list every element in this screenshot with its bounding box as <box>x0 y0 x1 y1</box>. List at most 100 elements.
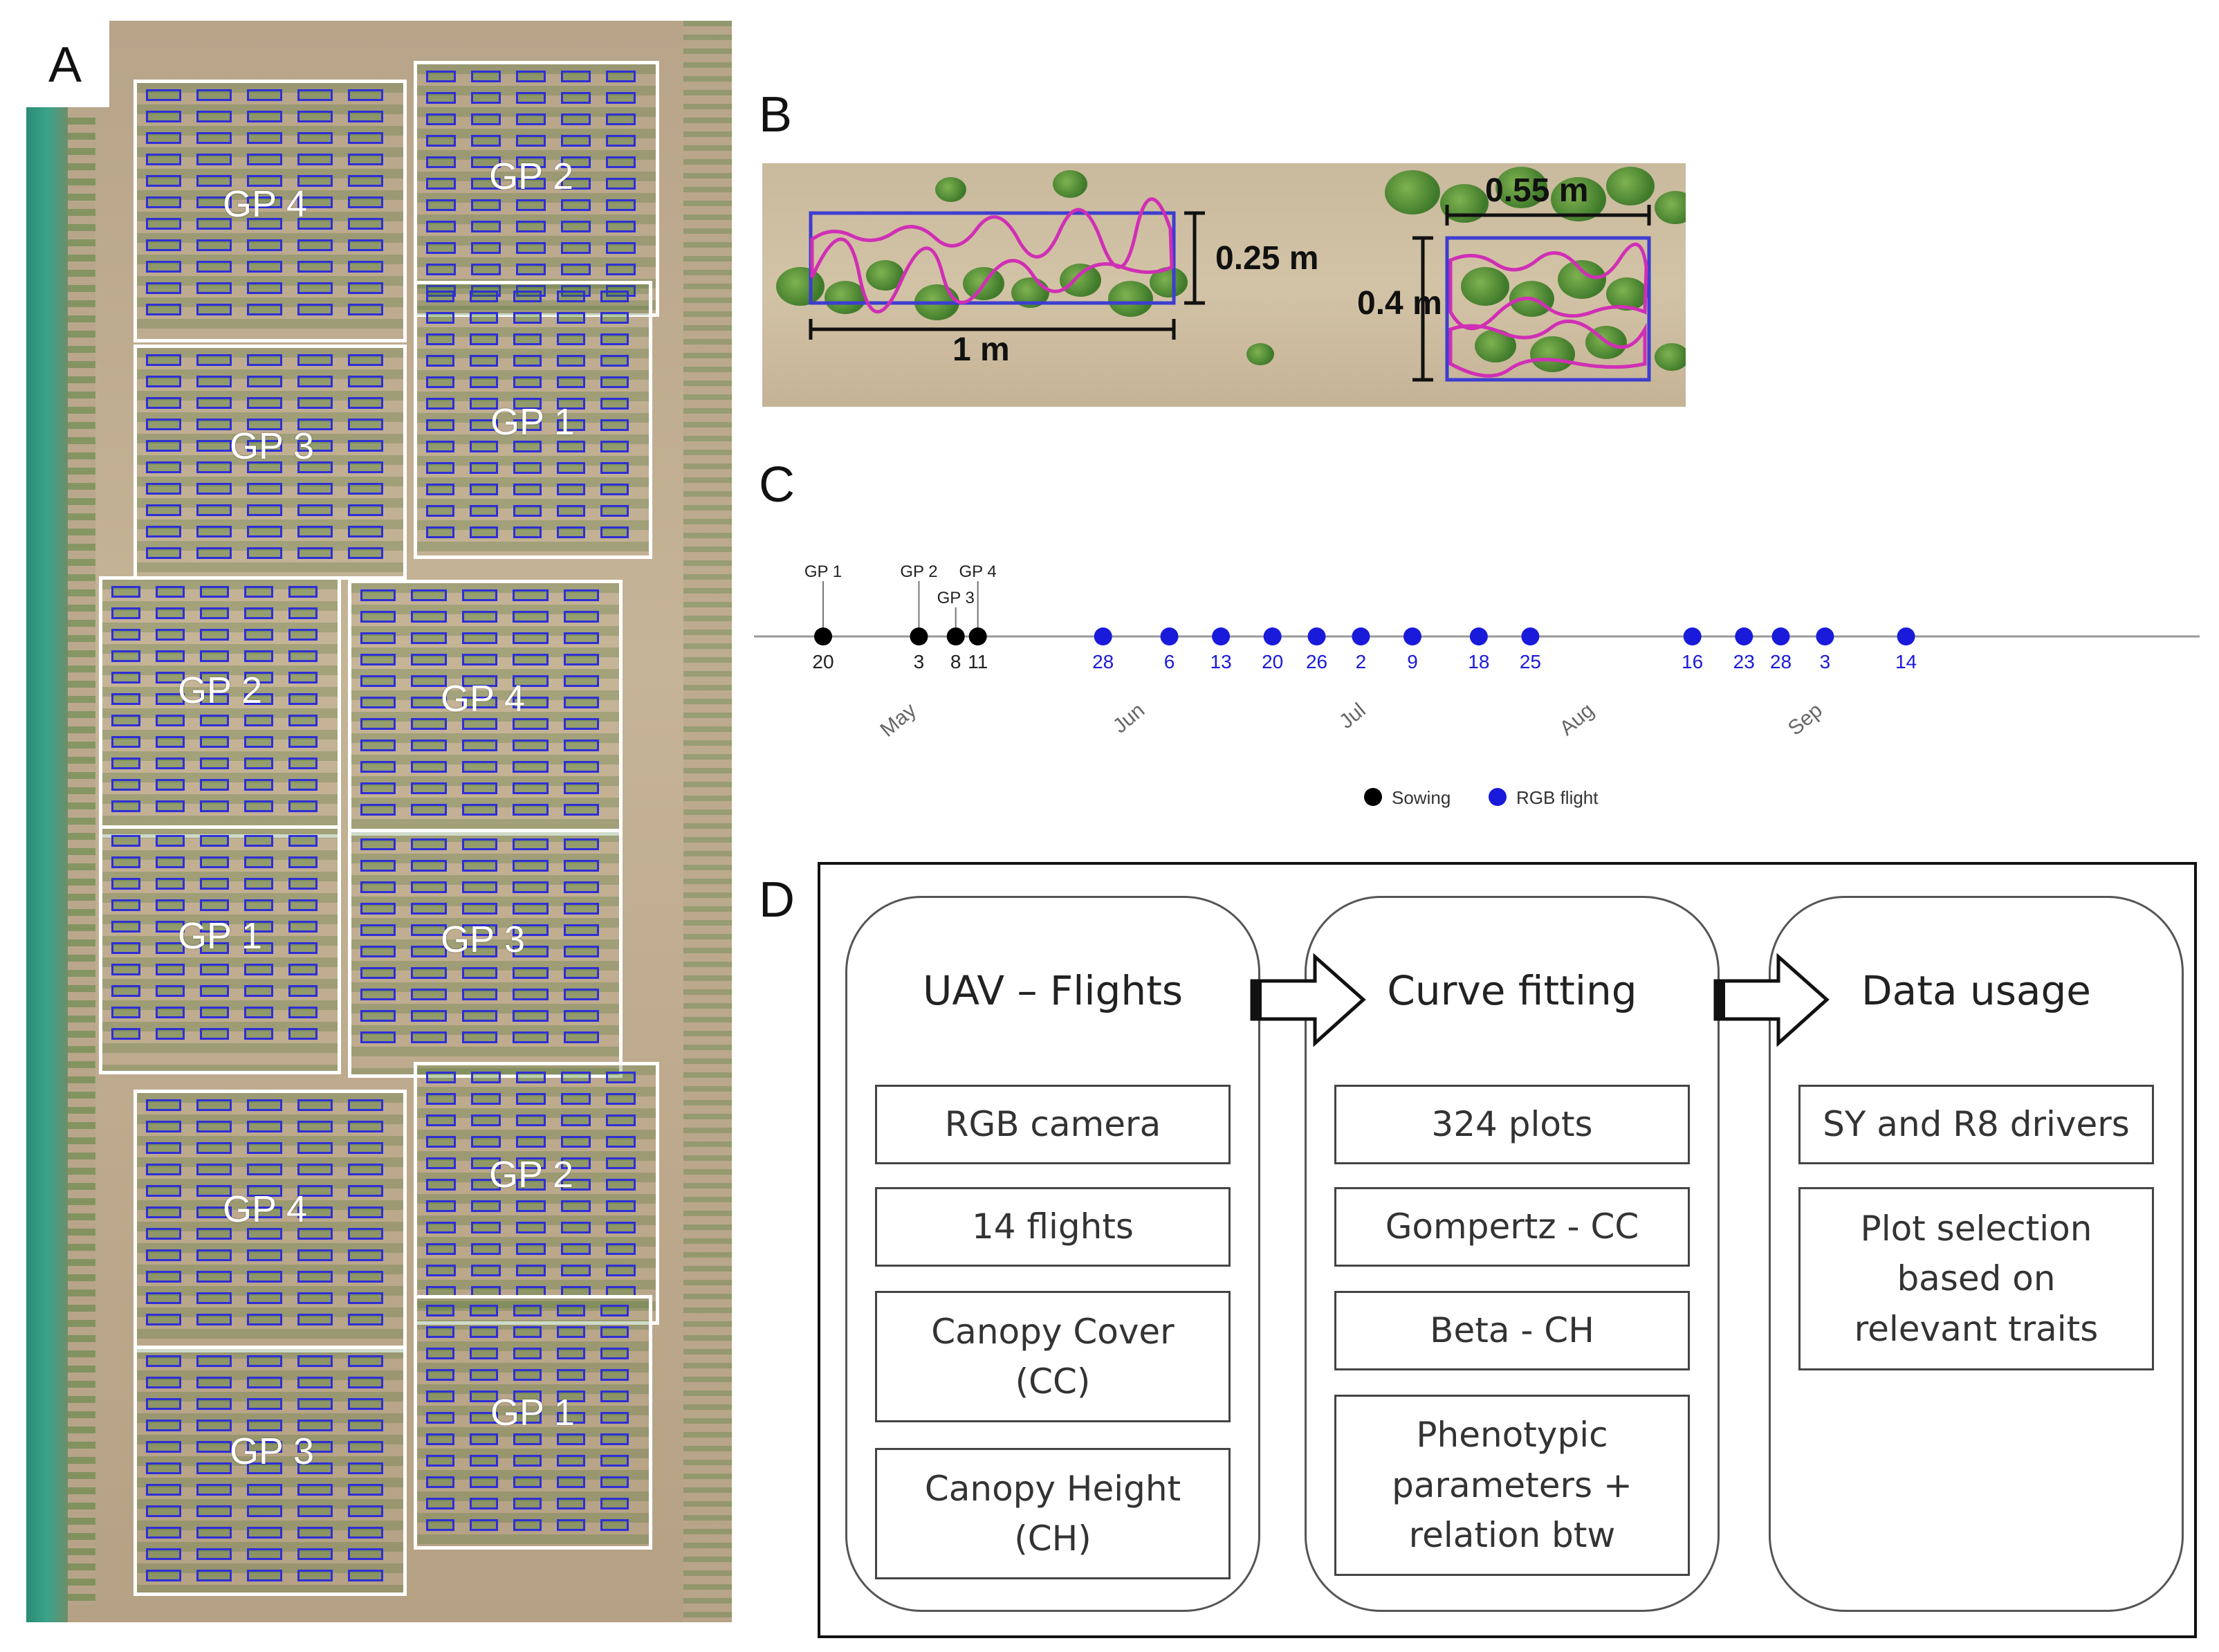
plot-outline <box>513 654 549 666</box>
plot-outline <box>247 1099 282 1111</box>
flight-day-label: 3 <box>1820 651 1831 672</box>
plot-outline <box>146 111 181 122</box>
plot-outline <box>600 312 629 324</box>
plot-outline <box>561 156 591 168</box>
plot-outline <box>426 178 456 190</box>
plot-outline <box>516 264 546 275</box>
plot-outline <box>348 547 383 559</box>
plot-outline <box>557 1369 585 1381</box>
plot-outline <box>288 715 317 726</box>
plot-outline <box>563 924 599 936</box>
plot-outline <box>513 1391 542 1402</box>
plot-outline <box>247 1164 282 1175</box>
plot-outline <box>516 1114 546 1126</box>
plot-outline <box>426 1200 456 1212</box>
plot-outline <box>471 1136 501 1148</box>
plot-outline <box>146 440 181 452</box>
plot-outline <box>348 282 383 294</box>
plot-outline <box>426 1136 456 1148</box>
plot-outline <box>288 942 317 954</box>
plot-outline <box>461 1031 498 1043</box>
plot-outline <box>196 1099 232 1111</box>
plot-outline <box>196 1505 232 1517</box>
workflow-item-box: 324 plots <box>1334 1085 1690 1164</box>
plot-outline <box>513 761 549 773</box>
plot-outline <box>360 632 396 644</box>
plot-outline <box>297 304 333 315</box>
plot-outline <box>196 440 232 452</box>
plot-outline <box>606 199 636 211</box>
flight-point <box>1897 627 1915 645</box>
plot-outline <box>146 1505 181 1517</box>
plot-outline <box>606 221 636 232</box>
plot-outline <box>513 419 542 431</box>
plot-outline <box>461 989 498 1000</box>
plot-outline <box>146 1142 181 1154</box>
plot-outline <box>348 304 383 315</box>
plot-outline <box>360 989 396 1000</box>
plot-outline <box>470 1412 498 1424</box>
plot-outline <box>557 355 585 367</box>
plot-outline <box>513 1476 542 1488</box>
plot-outline <box>196 504 232 516</box>
plot-outline <box>606 1136 636 1148</box>
plot-outline <box>348 261 383 273</box>
canopy-outline-left <box>810 197 1174 314</box>
plot-outline <box>513 903 549 915</box>
dimension-length2-label: 0.4 m <box>1357 285 1442 322</box>
plot-outline <box>244 736 273 748</box>
plot-outline <box>360 946 396 957</box>
flight-point <box>1403 627 1421 645</box>
plot-outline <box>244 715 273 726</box>
plot-outline <box>561 71 591 82</box>
border-crop-row <box>68 118 95 1605</box>
plot-outline <box>411 611 447 623</box>
gp-block-label: GP 3 <box>440 919 526 960</box>
plot-outline <box>297 282 333 294</box>
plot-outline <box>146 1441 181 1453</box>
plot-outline <box>360 675 396 687</box>
plot-outline <box>557 441 585 452</box>
plot-outline <box>247 1185 282 1197</box>
plot-outline <box>516 221 546 232</box>
plot-outline <box>111 693 140 705</box>
plot-outline <box>471 1114 501 1126</box>
plot-outline <box>561 1179 591 1191</box>
plot-outline <box>606 1093 636 1105</box>
plot-outline <box>471 1265 501 1276</box>
sowing-group-label: GP 1 <box>804 562 842 581</box>
plot-outline <box>600 333 629 345</box>
plot-outline <box>606 92 636 104</box>
plot-outline <box>297 1228 333 1240</box>
plot-outline <box>146 419 181 430</box>
plot-outline <box>513 838 549 850</box>
flight-day-label: 28 <box>1092 651 1114 672</box>
plot-outline <box>297 483 333 495</box>
plot-outline <box>196 483 232 495</box>
plot-outline <box>513 398 542 410</box>
month-label: Aug <box>1556 699 1599 740</box>
plot-outline <box>247 1121 282 1132</box>
workflow-item-label: 14 flights <box>972 1206 1134 1247</box>
plot-outline <box>156 985 185 997</box>
workflow-item-label: Beta - CH <box>1430 1310 1594 1351</box>
plot-outline <box>360 782 396 794</box>
workflow-item-box: Canopy Height (CH) <box>875 1448 1231 1579</box>
plot-outline <box>461 718 498 730</box>
plot-outline <box>244 856 273 868</box>
plot-outline <box>348 1548 383 1560</box>
plot-outline <box>111 1007 140 1018</box>
plot-outline <box>247 504 282 516</box>
plot-outline <box>288 1028 317 1040</box>
plot-outline <box>600 462 629 474</box>
plot-outline <box>513 376 542 388</box>
plot-overlay <box>809 197 1651 382</box>
plot-outline <box>426 1498 454 1509</box>
plot-outline <box>600 1305 629 1316</box>
flight-point <box>1469 627 1488 645</box>
plot-outline <box>244 942 273 954</box>
plot-outline <box>411 675 447 687</box>
month-label: Jun <box>1109 699 1149 737</box>
plot-outline <box>288 779 317 791</box>
